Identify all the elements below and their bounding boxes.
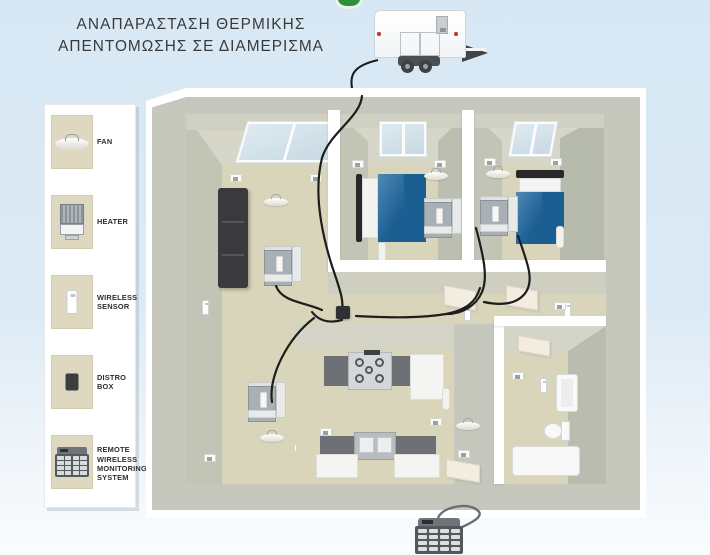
legend-label-wireless-sensor: WIRELESS SENSOR [97,292,138,311]
legend-item-heater[interactable]: HEATER [45,189,137,263]
trailer-axle [398,56,440,66]
page-title: ΑΝΑΠΑΡΑΣΤΑΣΗ ΘΕΡΜΙΚΗΣ ΑΠΕΝΤΟΜΩΣΗΣ ΣΕ ΔΙΑ… [26,14,356,58]
legend-tile-heater [51,195,93,249]
kitchen [296,324,454,484]
bedroom-2-outlet-2 [550,158,562,166]
wall-living-bedroom1 [328,110,340,268]
keypad-buttons[interactable] [415,526,463,554]
kitchen-sink [354,432,396,460]
trailer-vent-icon [436,16,448,34]
kitchen-cabinet-right [410,354,444,400]
fan-icon [55,134,89,150]
corridor-sensor-1 [464,306,471,321]
kitchen-outlet-2 [430,418,442,426]
corridor-outlet-2 [458,450,470,458]
hallway-door-panel-1[interactable] [444,285,476,311]
legend-item-fan[interactable]: FAN [45,109,137,183]
bedroom-1-outlet-1 [352,160,364,168]
kitchen-cabinet-bottom-left [316,454,358,478]
bedroom-2-window [509,122,557,156]
bathroom-sink [556,374,578,412]
bedroom-1-outlet-2 [434,160,446,168]
wall-bedrooms-hallway [328,260,606,272]
legend-label-fan: FAN [97,137,113,147]
trailer-light-left-icon [377,32,381,36]
bedroom-2 [474,114,604,266]
living-room-heater [264,246,302,286]
bedroom-2-outlet-1 [484,158,496,166]
page-title-line-2: ΑΠΕΝΤΟΜΩΣΗΣ ΣΕ ΔΙΑΜΕΡΙΣΜΑ [58,38,324,55]
kitchen-cooktop [348,350,392,390]
legend-tile-remote-monitoring [51,435,93,489]
bedroom-1-bed [356,174,426,242]
trailer-wheel-front-icon [401,60,414,73]
heater-icon [59,204,85,240]
bathroom-outlet [512,372,524,380]
living-room [186,114,344,484]
corridor-outlet-1 [554,302,566,310]
bedroom-2-fan [486,166,510,178]
page-title-line-1: ΑΝΑΠΑΡΑΣΤΑΣΗ ΘΕΡΜΙΚΗΣ [76,16,306,33]
bathroom-bathtub [512,446,580,476]
legend-tile-wireless-sensor [51,275,93,329]
trailer-hitch-bar [462,48,486,51]
bathroom [504,326,606,484]
kitchen-outlet-1 [320,428,332,436]
wall-bedroom1-bedroom2 [462,110,474,268]
hallway-door-panel-2[interactable] [506,285,538,311]
wall-bathroom-top [494,316,606,326]
wireless-sensor-icon [66,290,78,314]
legend-item-distro-box[interactable]: DISTRO BOX [45,349,137,423]
legend-tile-fan [51,115,93,169]
living-room-outlet-3 [204,454,216,462]
remote-wireless-monitoring-keypad[interactable] [415,518,463,554]
living-room-outlet-2 [310,174,322,182]
living-room-sofa [218,188,248,288]
trailer-door-right [420,32,440,56]
legend-item-remote-monitoring[interactable]: REMOTE WIRELESS MONITORING SYSTEM [45,429,147,503]
living-room-fan [264,194,288,206]
green-marker-icon [338,0,360,6]
bedroom-2-door[interactable] [556,226,564,248]
distro-box-icon [65,373,79,391]
legend-panel: FAN HEATER WIRELESS SENSOR [44,104,147,508]
remote-monitoring-icon [55,447,89,477]
living-room-fan-2 [260,430,284,442]
living-room-outlet-1 [230,174,242,182]
bedroom-1 [338,114,466,266]
legend-label-distro-box: DISTRO BOX [97,372,127,391]
distro-box-junction [336,306,350,319]
bedroom-1-heater [424,198,462,238]
apartment-floorplan [146,88,646,518]
bedroom-1-window [380,122,426,156]
wall-bathroom-left [494,324,504,484]
kitchen-door[interactable] [442,388,450,410]
bathroom-toilet [544,420,574,442]
trailer-wheel-rear-icon [419,60,432,73]
bedroom-1-fan [424,168,448,180]
living-room-heater-2 [248,382,286,422]
bathroom-sensor [540,378,547,393]
trailer-light-right-icon [454,32,458,36]
legend-item-wireless-sensor[interactable]: WIRELESS SENSOR [45,269,137,343]
corridor-fan [456,418,480,430]
legend-label-remote-monitoring: REMOTE WIRELESS MONITORING SYSTEM [97,445,147,483]
kitchen-cabinet-bottom-right [394,454,440,478]
legend-tile-distro-box [51,355,93,409]
bedroom-2-heater [480,196,518,236]
keypad-display [418,518,460,526]
legend-label-heater: HEATER [97,217,129,227]
trailer-door-left [400,32,420,56]
heater-trailer-unit [374,10,488,78]
living-room-sensor-1 [202,300,209,315]
